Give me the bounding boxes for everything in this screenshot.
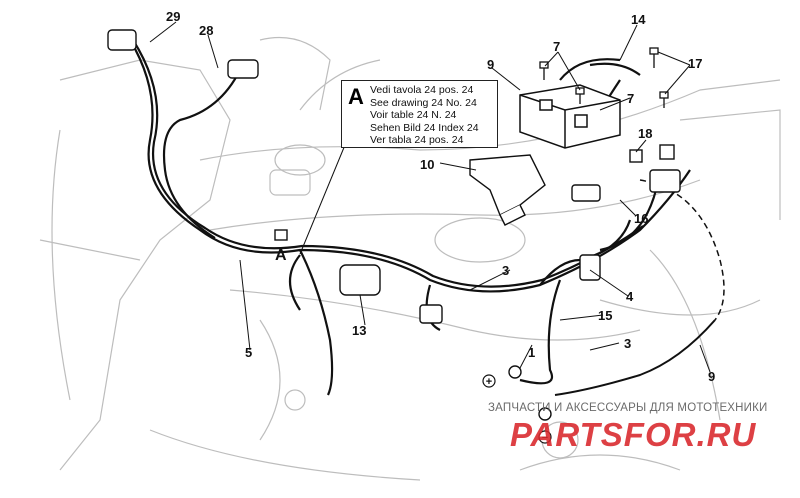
reference-note-box: A Vedi tavola 24 pos. 24 See drawing 24 … bbox=[341, 80, 498, 148]
callout-1: 1 bbox=[528, 345, 536, 360]
watermark: ЗАПЧАСТИ И АКСЕССУАРЫ ДЛЯ МОТОТЕХНИКИ PA… bbox=[488, 402, 793, 454]
battery bbox=[519, 84, 621, 149]
callout-14: 14 bbox=[631, 12, 646, 27]
connectors bbox=[107, 29, 681, 421]
note-line-de: Sehen Bild 24 Index 24 bbox=[370, 121, 479, 134]
callout-13: 13 bbox=[352, 323, 367, 338]
callout-29: 29 bbox=[166, 9, 181, 24]
callout-17: 17 bbox=[688, 56, 703, 71]
callout-4: 4 bbox=[626, 289, 634, 304]
note-line-it: Vedi tavola 24 pos. 24 bbox=[370, 84, 474, 96]
callout-9-top: 9 bbox=[487, 57, 495, 72]
terminal-symbols: + − bbox=[482, 374, 552, 444]
callout-3-lower: 3 bbox=[624, 336, 632, 351]
callout-5: 5 bbox=[245, 345, 253, 360]
note-letter: A bbox=[348, 84, 364, 109]
callout-18: 18 bbox=[638, 126, 653, 141]
callout-7-top: 7 bbox=[553, 39, 561, 54]
ground-cable bbox=[554, 319, 716, 396]
bolts bbox=[539, 47, 669, 108]
callout-16: 16 bbox=[634, 211, 649, 226]
watermark-caption: ЗАПЧАСТИ И АКСЕССУАРЫ ДЛЯ МОТОТЕХНИКИ bbox=[488, 402, 768, 414]
callout-28: 28 bbox=[199, 23, 214, 38]
callout-3-upper: 3 bbox=[502, 263, 510, 278]
callout-7-right: 7 bbox=[627, 91, 635, 106]
callout-9-bottom: 9 bbox=[708, 369, 716, 384]
negative-terminal-symbol: − bbox=[542, 432, 548, 444]
watermark-logo: PARTSFOR.RU bbox=[510, 416, 757, 453]
battery-cover bbox=[469, 154, 546, 226]
note-line-fr: Voir table 24 N. 24 bbox=[370, 109, 457, 122]
callout-15: 15 bbox=[598, 308, 613, 323]
note-lines: Vedi tavola 24 pos. 24 See drawing 24 No… bbox=[370, 84, 479, 147]
note-line-es: Ver tabla 24 pos. 24 bbox=[370, 134, 464, 147]
callout-A: A bbox=[275, 247, 287, 264]
note-line-en: See drawing 24 No. 24 bbox=[370, 96, 477, 109]
leader-lines bbox=[149, 21, 711, 373]
positive-terminal-symbol: + bbox=[486, 376, 492, 388]
callout-10: 10 bbox=[420, 157, 435, 172]
frame-outline bbox=[39, 36, 781, 481]
